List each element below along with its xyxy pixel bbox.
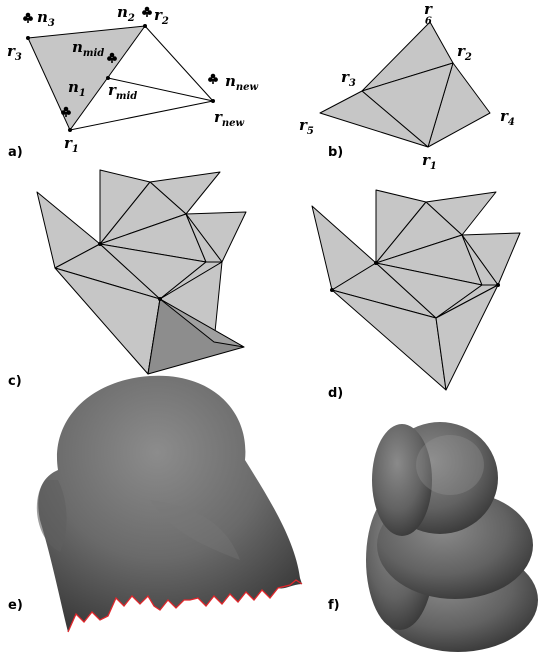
club-icon (142, 6, 152, 17)
label-nmid: nmid (72, 38, 104, 59)
vertex-r2 (143, 24, 147, 28)
label-r2: r2 (154, 6, 169, 27)
panel-label-e: e) (8, 598, 23, 613)
label-n2: n2 (117, 3, 135, 24)
triangle-r3-r5-r1 (319, 90, 429, 148)
vertex-rmid (106, 76, 110, 80)
label-r3: r3 (341, 68, 356, 89)
vertex-rnew (211, 99, 215, 103)
panel-label-d: d) (328, 386, 343, 401)
panel-a: n3 n2 r2 r3 nmid rmid n1 r1 nnew rnew a) (7, 3, 259, 160)
panel-c: c) (8, 169, 247, 389)
blob-lobe (372, 424, 432, 536)
panel-label-c: c) (8, 374, 22, 389)
panel-label-a: a) (8, 145, 23, 160)
blob-highlight (416, 435, 484, 495)
surface-bulge (36, 480, 67, 552)
panel-d: d) (311, 189, 521, 401)
triangle-n1-n2-n3 (27, 25, 146, 131)
mesh-surface-open (38, 375, 303, 632)
vertex-r1 (68, 128, 72, 132)
open-rim (67, 579, 303, 633)
panel-f: f) (328, 422, 538, 652)
panel-e: e) (8, 375, 303, 633)
panel-label-b: b) (328, 145, 343, 160)
club-icon (23, 12, 33, 23)
label-n1: n1 (68, 78, 86, 99)
label-nnew: nnew (225, 72, 259, 93)
mesh-triangle (435, 284, 499, 391)
label-r4: r4 (500, 107, 515, 128)
club-icon (208, 73, 218, 84)
label-r2: r2 (457, 42, 472, 63)
edge-r2-rnew (144, 25, 214, 102)
label-r1: r1 (64, 134, 79, 155)
edge-r1-rnew (69, 100, 214, 131)
vertex (374, 261, 378, 265)
vertex (158, 297, 162, 301)
mesh-triangle (159, 298, 245, 348)
panel-label-f: f) (328, 598, 340, 613)
vertex (496, 283, 500, 287)
vertex (330, 288, 334, 292)
vertex-r3 (26, 36, 30, 40)
label-n3: n3 (37, 8, 55, 29)
label-rmid: rmid (108, 81, 137, 102)
label-r1: r1 (422, 151, 437, 172)
label-rnew: rnew (214, 108, 245, 129)
label-r5: r5 (299, 116, 314, 137)
edge-rmid-rnew (107, 77, 214, 102)
vertex (98, 242, 102, 246)
label-r3: r3 (7, 42, 22, 63)
surface-bulge (150, 500, 240, 560)
